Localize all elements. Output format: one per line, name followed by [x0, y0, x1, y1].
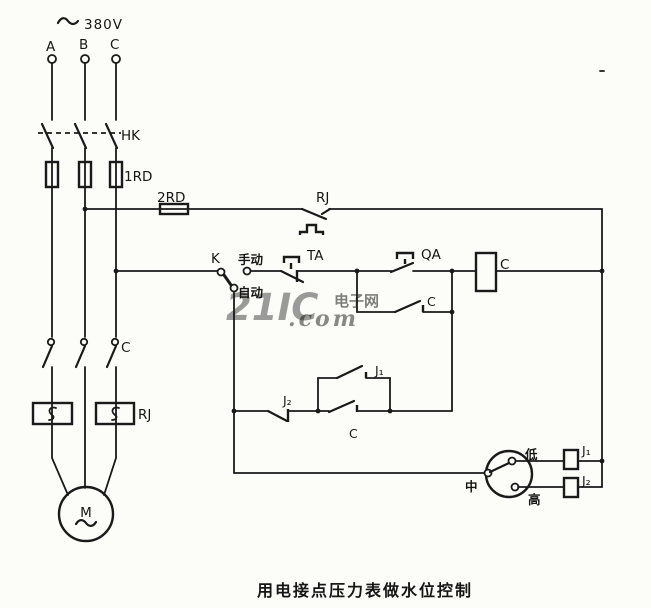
fuse-1rd-c: [108, 160, 124, 189]
phase-b-terminal: [80, 54, 90, 64]
k-manual-terminal: [242, 266, 252, 276]
watermark-brand-text: 21IC: [226, 286, 318, 329]
thermal-element-a: [31, 401, 74, 426]
rj-heater-symbol: [298, 223, 325, 235]
fuse-1rd-a: [44, 160, 60, 189]
gauge-low-label: 低: [524, 447, 538, 462]
phase-a-label: A: [46, 39, 56, 55]
main-circuit: HK 1RD C RJ M: [31, 62, 152, 543]
voltage-label: 380V: [84, 17, 123, 33]
hk-switch-label: HK: [121, 128, 141, 144]
hk-blade-b: [73, 122, 88, 150]
selfhold-risers: [356, 270, 453, 412]
contactor-fixed-c: [110, 337, 120, 347]
contactor-blade-a: [41, 344, 54, 369]
j2-contact-blade: [266, 409, 289, 423]
gauge-mid-label: 中: [465, 479, 478, 494]
ta-blade: [279, 269, 305, 284]
k-selector-blade: [222, 273, 233, 287]
rj-contact-blade: [300, 207, 328, 221]
j2-coil-label: J₂: [581, 473, 591, 488]
j1-coil-label: J₁: [581, 443, 591, 458]
motor-circle: [57, 485, 115, 543]
branch-c-blade: [327, 399, 356, 414]
qa-button-label: QA: [421, 247, 442, 263]
j1-contact-blade: [335, 364, 364, 380]
j2-relay-coil: [562, 476, 580, 499]
phase-c-line: [103, 62, 117, 496]
rj-contact-label: RJ: [316, 190, 329, 206]
junction-dots: [82, 206, 605, 464]
fuse-2rd: [158, 202, 190, 216]
selfhold-contact-label: C: [427, 294, 436, 309]
gauge-needle: [488, 461, 511, 474]
contactor-blade-b: [74, 344, 87, 369]
contactor-fixed-b: [79, 337, 89, 347]
phase-c-label: C: [110, 37, 119, 53]
thermal-element-c: [94, 401, 136, 426]
fuse-2rd-label: 2RD: [157, 190, 185, 206]
j1-relay-coil: [562, 448, 580, 471]
hk-blade-c: [104, 122, 119, 150]
selfhold-blade: [393, 299, 422, 314]
rj-contact-hook: [320, 207, 332, 216]
gauge-high-label: 高: [528, 492, 541, 507]
qa-blade: [389, 261, 415, 274]
diagram-caption: 用电接点压力表做水位控制: [257, 581, 473, 600]
thermal-elements-label: RJ: [138, 407, 151, 423]
phase-c-terminal: [111, 54, 121, 64]
fuse-1rd-label: 1RD: [124, 169, 152, 185]
ac-wave-icon: [56, 17, 80, 26]
contactor-coil: [474, 251, 498, 293]
ta-button-label: TA: [306, 248, 324, 264]
j2-contact-label: J₂: [282, 393, 292, 408]
parallel-risers: [317, 377, 391, 412]
thermal-heater-squiggle-a: [48, 406, 57, 421]
contactor-fixed-a: [46, 337, 56, 347]
k-selector-label: K: [211, 251, 221, 267]
qa-actuator-icon: [395, 251, 415, 264]
manual-label: 手动: [238, 252, 264, 267]
power-supply-header: 380V A B C: [46, 17, 123, 64]
motor-letter: M: [80, 505, 92, 521]
control-circuit: 2RD RJ K 手动 自动 TA QA C C: [84, 190, 603, 488]
contactor-coil-label: C: [500, 257, 509, 273]
watermark: 21IC 电子网 .com: [226, 286, 379, 332]
fuse-1rd-b: [77, 160, 93, 189]
pressure-gauge-section: 低 中 高 J₁ J₂: [233, 443, 603, 507]
branch-c-label: C: [349, 426, 358, 441]
k-common-terminal: [216, 267, 226, 277]
contactor-main-label: C: [121, 340, 130, 356]
phase-a-terminal: [47, 54, 57, 64]
ta-actuator-icon: [282, 255, 301, 269]
contactor-blade-c: [105, 344, 118, 369]
auto-label: 自动: [238, 285, 264, 300]
phase-a-line: [51, 62, 69, 496]
watermark-com-text: .com: [288, 306, 359, 332]
thermal-heater-squiggle-c: [111, 406, 120, 421]
j1-contact-label: J₁: [374, 363, 384, 378]
hk-blade-a: [40, 122, 55, 150]
phase-b-label: B: [79, 37, 88, 53]
motor-ac-wave-icon: [74, 519, 98, 527]
